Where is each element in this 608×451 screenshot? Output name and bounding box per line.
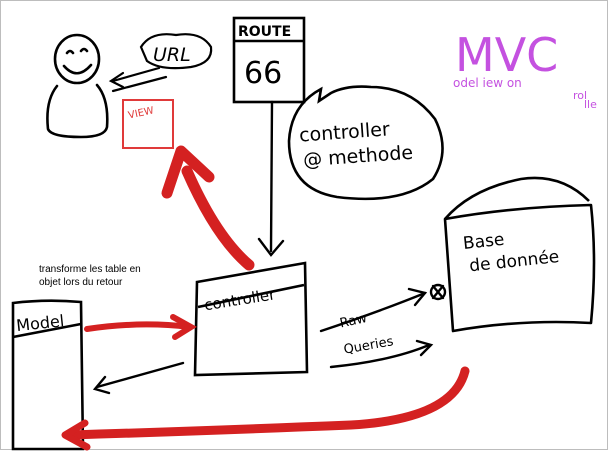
raw-queries-arrow	[319, 283, 447, 369]
url-arrow-head	[108, 71, 125, 89]
controller-method-line1: controller	[298, 118, 390, 146]
raw-label-line1: Raw	[338, 311, 368, 331]
route-to-controller-arrow	[257, 100, 285, 257]
controller-to-model-line	[95, 361, 185, 389]
controller-box	[193, 261, 309, 377]
database-box	[443, 176, 596, 333]
db-to-model-head	[61, 419, 91, 451]
model-box-frame	[11, 299, 85, 451]
route-to-controller-line	[269, 100, 274, 253]
model-to-controller-shaft	[84, 321, 192, 332]
controller-box-frame	[193, 261, 309, 377]
route-value: 66	[244, 56, 282, 91]
model-to-controller-arrow	[84, 314, 197, 340]
route-box	[232, 16, 306, 104]
database-box-front	[443, 203, 596, 333]
model-to-controller-head	[170, 314, 197, 340]
url-arrow	[111, 66, 161, 83]
title-sub-line2: rol	[573, 89, 587, 102]
user-eye-left	[65, 49, 75, 55]
controller-to-model-head	[92, 375, 111, 395]
url-label: URL	[153, 44, 191, 66]
controller-to-model-arrow	[92, 361, 185, 395]
controller-method-bubble	[287, 85, 444, 201]
db-return-line	[329, 343, 431, 369]
user-figure	[46, 33, 109, 139]
user-body	[46, 83, 109, 139]
model-note-line1: transforme les table en	[39, 264, 141, 275]
route-header: ROUTE	[238, 24, 291, 40]
title-sub-line1: odel iew on	[453, 76, 522, 90]
controller-method-bubble-shape	[287, 85, 444, 201]
model-note-line2: objet lors du retour	[39, 277, 123, 288]
model-box-divider	[12, 322, 82, 339]
route-to-controller-head	[257, 237, 285, 257]
controller-method-line2: @ methode	[302, 142, 413, 172]
database-label-line1: Base	[462, 230, 505, 254]
raw-queries-cross-b	[431, 284, 445, 300]
controller-to-view-shaft	[181, 165, 255, 271]
raw-queries-end-circle	[429, 283, 447, 301]
raw-queries-line	[319, 291, 427, 333]
title: MVC	[455, 28, 558, 82]
db-to-model-arrow	[61, 366, 470, 451]
controller-to-view-head	[161, 145, 215, 199]
view-label: VIEW	[127, 105, 155, 121]
url-bubble-shape	[139, 33, 213, 70]
title-sub-line3: lle	[584, 98, 597, 111]
user-eye-right	[79, 47, 89, 53]
user-smile	[62, 63, 93, 75]
model-box-label: Model	[15, 311, 65, 335]
controller-to-view-arrow	[161, 145, 255, 271]
model-box	[11, 299, 85, 451]
controller-box-divider	[197, 283, 305, 309]
database-box-top	[444, 176, 590, 220]
raw-label-line2: Queries	[343, 334, 395, 358]
view-box	[122, 99, 174, 149]
url-arrow-lower	[111, 75, 168, 93]
controller-box-label: controller	[203, 285, 277, 314]
db-return-head	[415, 339, 434, 357]
url-bubble	[108, 33, 213, 93]
db-to-model-shaft	[66, 366, 470, 440]
route-box-frame	[232, 16, 306, 104]
raw-queries-head	[407, 287, 428, 307]
user-head	[53, 33, 101, 85]
